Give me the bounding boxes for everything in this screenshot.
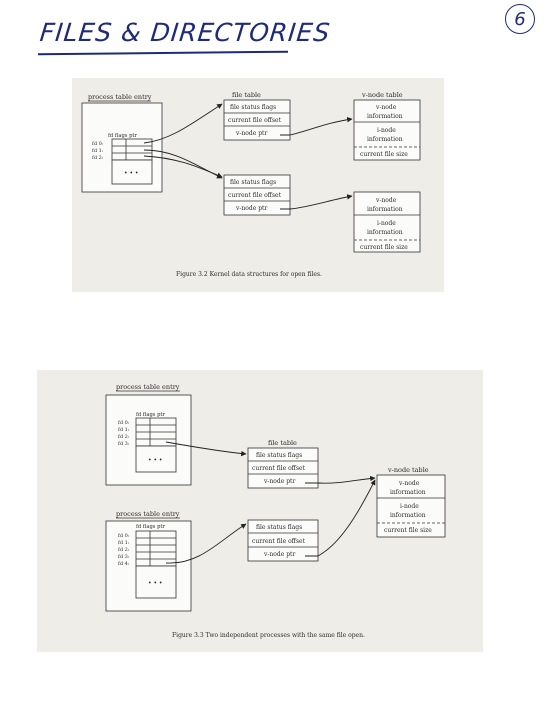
fig32-fd-grid bbox=[111, 138, 153, 161]
fig33-top-fd-0: fd 0: bbox=[118, 420, 130, 426]
fig32-v1-information: information bbox=[367, 113, 403, 120]
fig33-arrow-top-fd3 bbox=[165, 441, 247, 457]
fig32-v2-information: information bbox=[367, 206, 403, 213]
fig33-bottom-fd-table: fd 0: fd 1: fd 2: fd 3: fd 4: • • • bbox=[118, 530, 177, 599]
fig32-file-table-label: file table bbox=[232, 91, 261, 99]
fig33-e1-vnode-ptr: v-node ptr bbox=[263, 478, 295, 485]
fig33-file-table-entry-1: file status flags current file offset v-… bbox=[247, 447, 319, 489]
fig32-v2-inode-information: information bbox=[367, 229, 403, 236]
fig32-file-table-entry-1: file status flags current file offset v-… bbox=[223, 99, 291, 141]
fig32-caption: Figure 3.2 Kernel data structures for op… bbox=[176, 271, 322, 278]
fig33-top-fd-table: fd 0: fd 1: fd 2: fd 3: • • • bbox=[118, 417, 177, 473]
fig32-vnode-entry-1: v-node information i-node information cu… bbox=[353, 99, 421, 161]
fig32-arrow-vnode-1 bbox=[280, 116, 353, 136]
fig32-v1-vnode: v-node bbox=[375, 104, 397, 111]
fig33-vnode-table-label: v-node table bbox=[387, 466, 429, 474]
fig33-arrow-vnode-2 bbox=[305, 479, 376, 557]
fig33-caption: Figure 3.3 Two independent processes wit… bbox=[172, 632, 365, 639]
fig33-file-table-entry-2: file status flags current file offset v-… bbox=[247, 519, 319, 562]
fig32-e1-vnode-ptr: v-node ptr bbox=[235, 130, 267, 137]
fig32-fd-more bbox=[111, 159, 153, 185]
fig32-v1-inode: i-node bbox=[377, 127, 396, 134]
fig33-top-fd-1: fd 1: bbox=[118, 427, 130, 433]
fig33-e2-status-flags: file status flags bbox=[256, 524, 302, 531]
fig33-bottom-fd-2: fd 2: bbox=[118, 547, 130, 553]
fig32-e2-status-flags: file status flags bbox=[230, 179, 276, 186]
figure-3-3: process table entry fd flags ptr fd 0: f… bbox=[105, 383, 446, 639]
fig33-e1-file-offset: current file offset bbox=[252, 465, 306, 472]
fig33-v-inode-information: information bbox=[390, 512, 426, 519]
fig33-top-fd-2: fd 2: bbox=[118, 434, 130, 440]
fig32-fd-table: fd 0: fd 1: fd 2: • • • bbox=[92, 138, 153, 185]
fig32-fd-1: fd 1: bbox=[92, 148, 104, 154]
fig33-bottom-fd-0: fd 0: bbox=[118, 533, 130, 539]
fig32-v2-vnode: v-node bbox=[375, 197, 397, 204]
fig33-bottom-process-label: process table entry bbox=[116, 510, 180, 518]
fig33-bottom-fd-header: fd flags ptr bbox=[136, 524, 165, 530]
fig33-bottom-ellipsis: • • • bbox=[148, 580, 162, 587]
fig32-v2-inode: i-node bbox=[377, 220, 396, 227]
fig33-bottom-fd-3: fd 3: bbox=[118, 554, 130, 560]
fig32-vnode-entry-2: v-node information i-node information cu… bbox=[353, 191, 421, 253]
fig33-v-inode: i-node bbox=[400, 503, 419, 510]
fig33-arrow-vnode-1 bbox=[305, 475, 376, 484]
fig32-e1-status-flags: file status flags bbox=[230, 104, 276, 111]
fig33-bottom-fd-4: fd 4: bbox=[118, 561, 130, 567]
fig33-file-table-label: file table bbox=[268, 439, 297, 447]
fig32-vnode-table-label: v-node table bbox=[361, 91, 403, 99]
fig32-e2-file-offset: current file offset bbox=[228, 192, 282, 199]
fig33-vnode-entry: v-node information i-node information cu… bbox=[376, 474, 446, 538]
fig33-v-information: information bbox=[390, 489, 426, 496]
fig32-e1-file-offset: current file offset bbox=[228, 117, 282, 124]
fig33-bottom-fd-1: fd 1: bbox=[118, 540, 130, 546]
fig33-top-fd-3: fd 3: bbox=[118, 441, 130, 447]
fig33-e2-file-offset: current file offset bbox=[252, 538, 306, 545]
fig32-fd-0: fd 0: bbox=[92, 141, 104, 147]
fig33-top-fd-header: fd flags ptr bbox=[136, 412, 165, 418]
fig33-e2-vnode-ptr: v-node ptr bbox=[263, 551, 295, 558]
fig32-process-table-entry-label: process table entry bbox=[88, 93, 152, 101]
fig32-ellipsis: • • • bbox=[124, 170, 138, 177]
circled-page-number: 6 bbox=[505, 4, 535, 34]
fig32-arrow-fd1 bbox=[143, 149, 223, 179]
fig32-v1-inode-information: information bbox=[367, 136, 403, 143]
fig32-arrow-fd0 bbox=[143, 103, 223, 144]
fig33-v-file-size: current file size bbox=[384, 527, 432, 534]
fig32-file-table-entry-2: file status flags current file offset v-… bbox=[223, 174, 291, 216]
fig32-fd-2: fd 2: bbox=[92, 155, 104, 161]
fig33-arrow-bottom-fd4 bbox=[165, 523, 247, 564]
fig32-v2-file-size: current file size bbox=[360, 244, 408, 251]
fig33-e1-status-flags: file status flags bbox=[256, 452, 302, 459]
fig33-top-process-label: process table entry bbox=[116, 383, 180, 391]
fig33-v-vnode: v-node bbox=[398, 480, 420, 487]
fig32-arrow-vnode-2 bbox=[280, 194, 353, 210]
fig33-top-ellipsis: • • • bbox=[148, 457, 162, 464]
fig32-fd-header: fd flags ptr bbox=[108, 133, 137, 139]
fig32-e2-vnode-ptr: v-node ptr bbox=[235, 205, 267, 212]
fig32-v1-file-size: current file size bbox=[360, 151, 408, 158]
figure-3-2: process table entry fd flags ptr fd 0: f… bbox=[81, 91, 421, 278]
